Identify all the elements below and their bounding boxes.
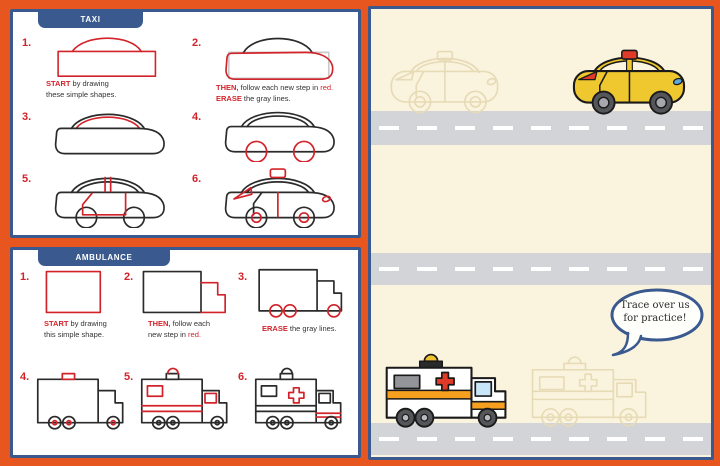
ambulance-step-1-drawing (45, 270, 102, 314)
taxi-colored (572, 49, 686, 115)
taxi-step-2: 2. THEN, follow each new step in red.ERA… (191, 32, 364, 106)
step-number: 2. (192, 37, 202, 49)
taxi-step-3: 3. (21, 106, 191, 168)
ambulance-step-5-drawing (140, 367, 228, 430)
ambulance-step-6: 6. (237, 366, 357, 454)
taxi-tab: TAXI (38, 11, 143, 28)
step-number: 2. (124, 271, 134, 283)
taxi-step-3-drawing (54, 113, 165, 155)
step-number: 1. (22, 37, 32, 49)
speech-bubble-shape (610, 288, 704, 357)
road-dashes (379, 437, 703, 441)
ambulance-step-3: 3. ERASE the gray lines. (237, 266, 357, 366)
speech-bubble: Trace over us for practice! (605, 288, 705, 360)
road-dashes (379, 126, 703, 130)
step-number: 6. (238, 371, 248, 383)
step-number: 5. (124, 371, 134, 383)
road-top (371, 111, 711, 145)
step-number: 4. (192, 111, 202, 123)
ambulance-tab: AMBULANCE (38, 249, 170, 266)
step-number: 3. (238, 271, 248, 283)
ambulance-step-6-drawing (254, 367, 342, 430)
step-number: 6. (192, 173, 202, 185)
taxi-step-4: 4. (191, 106, 364, 168)
taxi-trace-outline[interactable] (383, 50, 505, 115)
ambulance-step-4: 4. (19, 366, 124, 454)
taxi-step-4-drawing (224, 111, 335, 162)
road-middle (371, 253, 711, 285)
ambulance-step-5: 5. (123, 366, 237, 454)
step-number: 5. (22, 173, 32, 185)
taxi-step-5: 5. (21, 168, 191, 234)
practice-panel: Trace over us for practice! (368, 6, 714, 460)
taxi-step-5-drawing (54, 176, 165, 228)
ambulance-colored (385, 353, 507, 428)
ambulance-step-3-drawing (258, 268, 343, 318)
road-dashes (379, 267, 703, 271)
ambulance-step-4-drawing (36, 372, 124, 430)
taxi-step-2-drawing (225, 37, 334, 81)
step-number: 3. (22, 111, 32, 123)
step-number: 4. (20, 371, 30, 383)
step-caption: ERASE the gray lines. (262, 324, 337, 333)
road-bottom (371, 423, 711, 455)
taxi-step-6: 6. (191, 168, 364, 234)
taxi-step-6-drawing (224, 168, 335, 228)
ambulance-trace-outline[interactable] (528, 350, 652, 429)
taxi-step-1-drawing (57, 37, 157, 78)
step-caption: THEN, follow each new step in red.ERASE … (216, 83, 334, 103)
ambulance-step-2-drawing (142, 270, 226, 314)
speech-bubble-text: Trace over us for practice! (620, 300, 690, 324)
step-number: 1. (20, 271, 30, 283)
